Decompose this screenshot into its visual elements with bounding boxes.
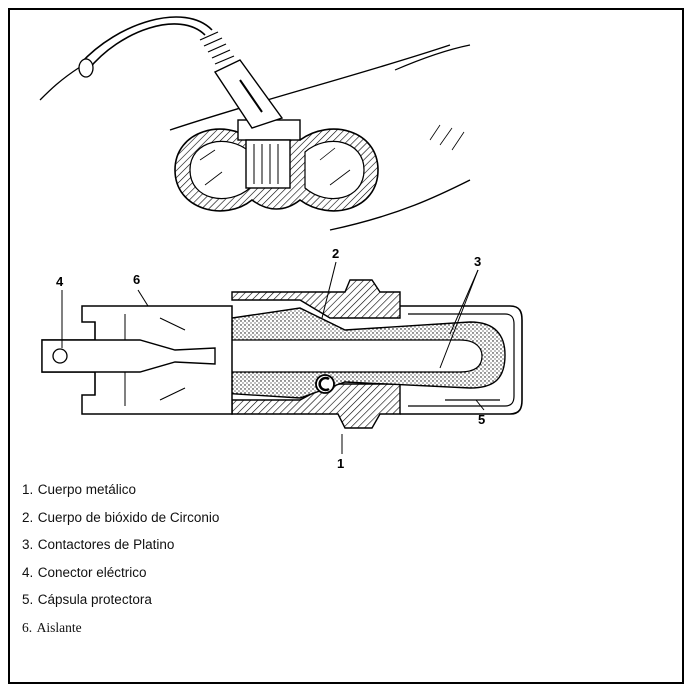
callout-3: 3 (474, 254, 481, 269)
legend-number: 2. (22, 509, 34, 525)
legend-text: Cuerpo de bióxido de Circonio (37, 509, 220, 525)
legend-item: 2. Cuerpo de bióxido de Circonio (22, 504, 662, 532)
legend-number: 6. (22, 619, 33, 635)
legend-item: 6. Aislante (22, 614, 662, 642)
legend-item: 4. Conector eléctrico (22, 559, 662, 587)
legend-number: 5. (22, 592, 34, 607)
legend-number: 4. (22, 564, 34, 580)
sensor-cross-section (41, 261, 523, 454)
legend-number: 3. (22, 537, 34, 552)
callout-4: 4 (56, 274, 64, 289)
legend-text: Conector eléctrico (37, 564, 147, 580)
callout-1: 1 (337, 456, 344, 471)
legend-text: Contactores de Platino (37, 537, 175, 552)
callout-5: 5 (478, 412, 485, 427)
callout-2: 2 (332, 246, 339, 261)
legend-number: 1. (22, 482, 34, 497)
legend-text: Aislante (36, 619, 82, 635)
legend-item: 5. Cápsula protectora (22, 586, 662, 614)
parts-legend: 1. Cuerpo metálico 2. Cuerpo de bióxido … (22, 476, 662, 641)
legend-item: 1. Cuerpo metálico (22, 476, 662, 504)
legend-text: Cuerpo metálico (37, 482, 137, 497)
callout-6: 6 (133, 272, 140, 287)
legend-text: Cápsula protectora (37, 592, 152, 607)
legend-item: 3. Contactores de Platino (22, 531, 662, 559)
exhaust-pipe-illustration (39, 16, 471, 231)
